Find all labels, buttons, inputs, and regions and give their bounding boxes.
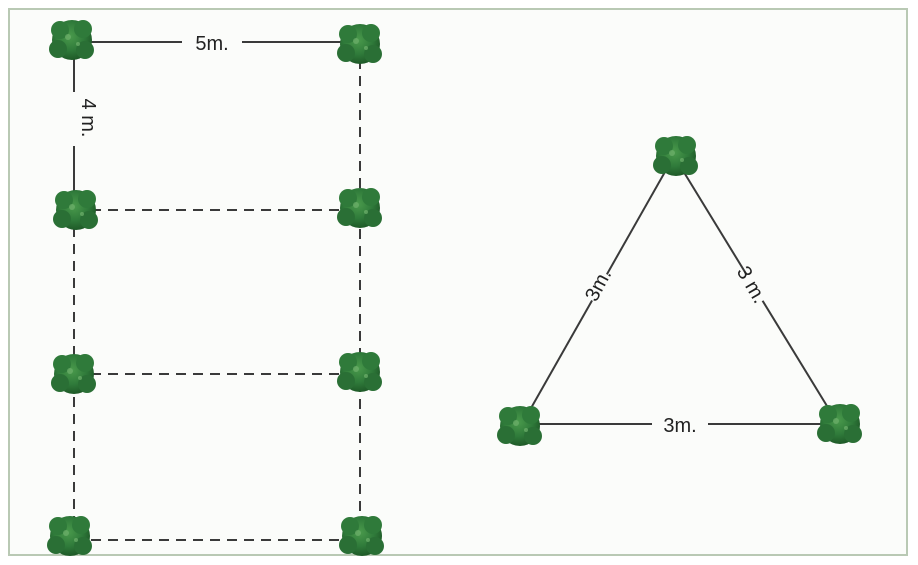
tree-icon [53,190,98,230]
tree-icon [339,516,384,556]
triangle-grid [521,155,839,425]
rect-grid [72,41,361,541]
triangle-left-label-group: 3m. [570,262,624,310]
rect-width-label-group: 5m. [182,30,242,55]
triangle-base-label: 3m. [663,415,696,437]
triangle-right-label-group: 3 m. [723,263,783,315]
tree-icon [817,404,862,444]
tree-icon [497,406,542,446]
tree-icon [51,354,96,394]
tree-icon [337,188,382,228]
tree-icon [337,352,382,392]
tree-icon [47,516,92,556]
triangle-trees [497,136,862,446]
tree-icon [653,136,698,176]
rect-height-label-group: 4 m. [62,92,99,146]
triangle-base-label-group: 3m. [652,412,708,437]
rect-width-label: 5m. [195,33,228,55]
tree-icon [49,20,94,60]
tree-icon [337,24,382,64]
rect-height-label: 4 m. [77,99,99,138]
